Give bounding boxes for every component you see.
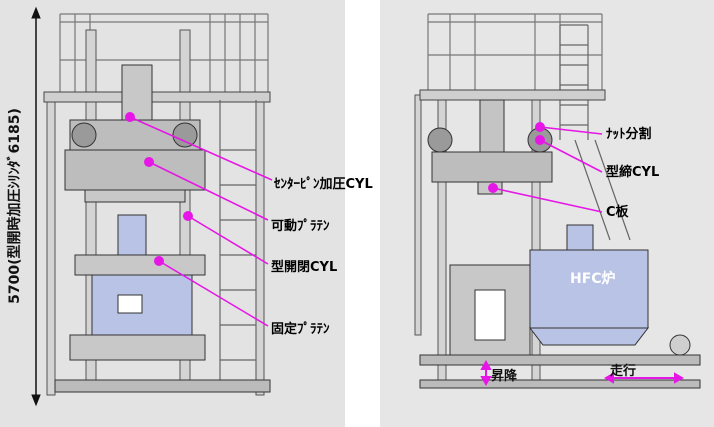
top-beam <box>43 91 271 103</box>
mold-blue-top <box>117 214 147 256</box>
callout-center-pin-cyl: ｾﾝﾀｰﾋﾟﾝ加圧CYL <box>274 177 373 192</box>
hfc-furnace <box>529 249 649 329</box>
center-pin-cylinder <box>69 64 201 151</box>
right-callout-dots <box>488 122 545 193</box>
right-railing <box>427 13 603 92</box>
dimension-arrow <box>31 6 41 407</box>
right-top-beam <box>419 89 606 101</box>
right-machine-panel: HFC炉 昇降 走行 <box>380 0 714 427</box>
travel-label: 走行 <box>610 364 637 379</box>
lift-label: 昇降 <box>491 369 518 384</box>
callout-movable-platen: 可動ﾌﾟﾗﾃﾝ <box>271 219 330 234</box>
callout-clamp-cyl: 型締CYL <box>606 165 660 180</box>
base-frame <box>54 379 271 393</box>
callout-fixed-platen: 固定ﾌﾟﾗﾃﾝ <box>271 322 330 337</box>
lift-arrow <box>480 359 492 387</box>
callout-nut-split: ﾅｯﾄ分割 <box>606 127 652 142</box>
ladder <box>219 100 257 390</box>
left-callout-dots <box>125 112 193 266</box>
hfc-furnace-label: HFC炉 <box>570 271 616 287</box>
left-machine-panel: 5700(型開時加圧ｼﾘﾝﾀﾞ6185) <box>0 0 345 427</box>
dimension-label: 5700(型開時加圧ｼﾘﾝﾀﾞ6185) <box>7 108 23 304</box>
movable-platen-shape <box>64 149 206 191</box>
left-leader-lines <box>129 116 273 327</box>
staircase <box>559 24 631 241</box>
callout-c-plate: C板 <box>606 205 629 220</box>
left-machine-drawing <box>31 6 273 407</box>
rail <box>419 354 701 366</box>
right-machine-drawing <box>414 13 701 389</box>
right-leader-lines <box>492 126 603 213</box>
callout-mold-cyl: 型開閉CYL <box>271 260 338 275</box>
travel-arrow <box>603 372 685 384</box>
clamp-cylinders <box>427 99 553 195</box>
